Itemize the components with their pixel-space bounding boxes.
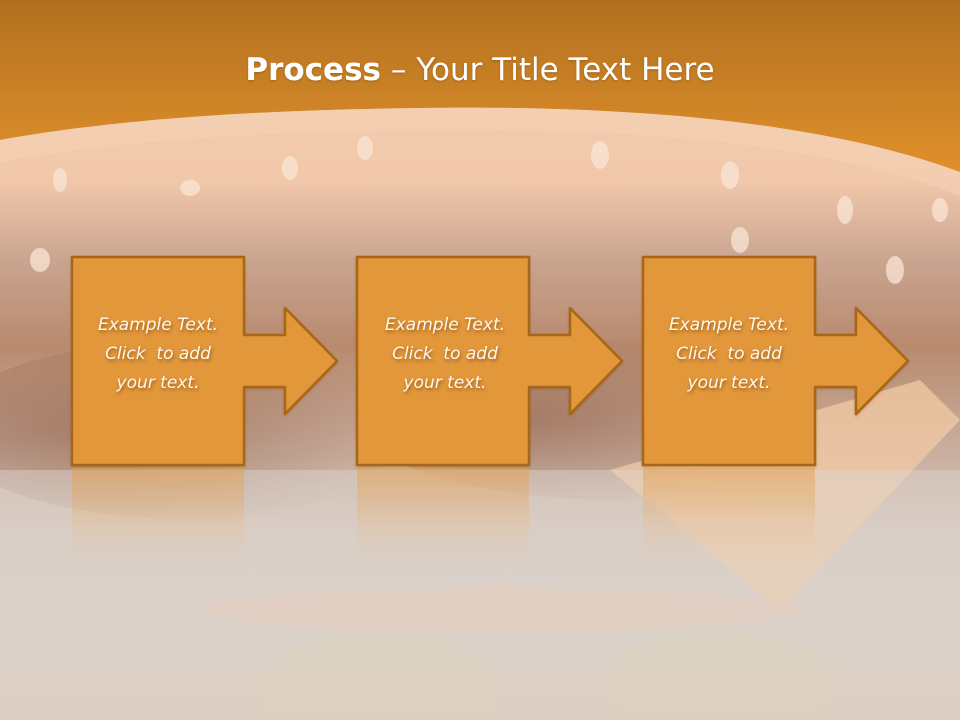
step-3-arrow-shape[interactable] xyxy=(641,255,910,467)
step-2-text[interactable]: Example Text. Click to add your text. xyxy=(359,311,531,398)
header-band xyxy=(0,0,960,196)
step-2-arrow-shape[interactable] xyxy=(355,255,624,467)
step-3-text[interactable]: Example Text. Click to add your text. xyxy=(643,311,815,398)
slide-title[interactable]: Process – Your Title Text Here xyxy=(0,52,960,88)
step-1-arrow-shape[interactable] xyxy=(70,255,339,467)
step-1-reflection xyxy=(72,468,244,563)
step-3-reflection xyxy=(643,468,815,563)
step-3-line-2: Click to add xyxy=(676,344,782,364)
step-1-text[interactable]: Example Text. Click to add your text. xyxy=(72,311,244,398)
step-3-line-1: Example Text. xyxy=(668,315,790,335)
title-rest: Your Title Text Here xyxy=(416,52,715,88)
step-1-line-1: Example Text. xyxy=(97,315,219,335)
step-2-reflection xyxy=(357,468,529,563)
step-2-line-2: Click to add xyxy=(392,344,498,364)
step-3-line-3: your text. xyxy=(687,373,771,393)
step-2-line-1: Example Text. xyxy=(384,315,506,335)
step-1-line-2: Click to add xyxy=(105,344,211,364)
title-bold: Process xyxy=(245,52,381,88)
step-2-line-3: your text. xyxy=(403,373,487,393)
title-separator: – xyxy=(381,52,417,88)
step-1-line-3: your text. xyxy=(116,373,200,393)
